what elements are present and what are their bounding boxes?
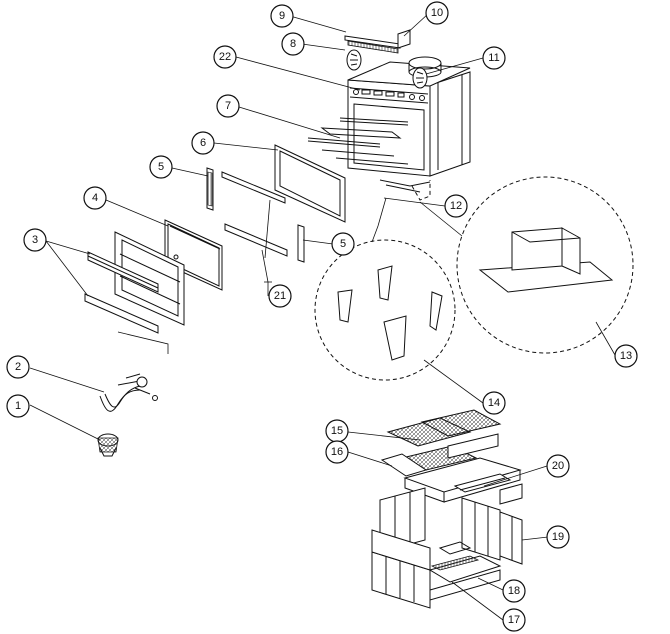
gas-connector: [99, 373, 158, 412]
svg-text:5: 5: [340, 238, 346, 250]
callout-11: 11: [482, 46, 506, 70]
svg-text:17: 17: [508, 614, 520, 626]
channel-rails: [221, 171, 288, 283]
callout-18: 18: [502, 579, 526, 603]
svg-text:16: 16: [331, 446, 343, 458]
svg-text:18: 18: [508, 585, 520, 597]
callout-13: 13: [614, 344, 638, 368]
callout-3: 3: [23, 228, 47, 252]
callout-6: 6: [191, 131, 215, 155]
gasket-strip: [206, 167, 305, 263]
callout-5a: 5: [149, 155, 173, 179]
callout-19: 19: [546, 525, 570, 549]
svg-text:22: 22: [219, 51, 231, 63]
control-panel-knobs: [353, 89, 425, 101]
callout-20: 20: [546, 454, 570, 478]
callout-16: 16: [325, 440, 349, 464]
callout-9: 9: [270, 4, 294, 28]
detail-view-box: [456, 176, 634, 354]
svg-text:10: 10: [431, 7, 443, 19]
door-frame: [84, 231, 185, 354]
svg-text:15: 15: [331, 425, 343, 437]
callout-4: 4: [83, 186, 107, 210]
svg-text:21: 21: [274, 290, 286, 302]
gas-valve: [97, 433, 119, 457]
svg-text:14: 14: [488, 397, 500, 409]
svg-text:19: 19: [552, 531, 564, 543]
svg-text:1: 1: [15, 400, 21, 412]
svg-text:9: 9: [279, 10, 285, 22]
callout-21: 21: [268, 284, 292, 308]
callout-12: 12: [444, 194, 468, 218]
callout-2: 2: [6, 355, 30, 379]
fireplace-cabinet: [307, 29, 471, 201]
callout-15: 15: [325, 419, 349, 443]
svg-text:6: 6: [200, 137, 206, 149]
svg-text:11: 11: [488, 52, 499, 64]
svg-text:13: 13: [620, 350, 632, 362]
svg-text:3: 3: [32, 234, 38, 246]
svg-text:8: 8: [290, 38, 296, 50]
callout-22: 22: [213, 45, 237, 69]
callout-8: 8: [281, 32, 305, 56]
refractory-liner: [371, 457, 523, 609]
callout-17: 17: [502, 608, 526, 632]
svg-text:2: 2: [15, 361, 21, 373]
leader-lines: [29, 13, 616, 621]
callout-10: 10: [425, 1, 449, 25]
callout-5b: 5: [331, 232, 355, 256]
svg-text:7: 7: [225, 100, 231, 112]
svg-text:20: 20: [552, 460, 564, 472]
svg-text:5: 5: [158, 161, 164, 173]
glass-frame: [274, 144, 346, 223]
svg-text:4: 4: [92, 192, 98, 204]
callout-1: 1: [6, 394, 30, 418]
glass-panel: [164, 219, 223, 291]
callout-14: 14: [482, 391, 506, 415]
svg-text:12: 12: [450, 200, 462, 212]
callout-7: 7: [216, 94, 240, 118]
detail-view-baffles: [314, 239, 456, 381]
